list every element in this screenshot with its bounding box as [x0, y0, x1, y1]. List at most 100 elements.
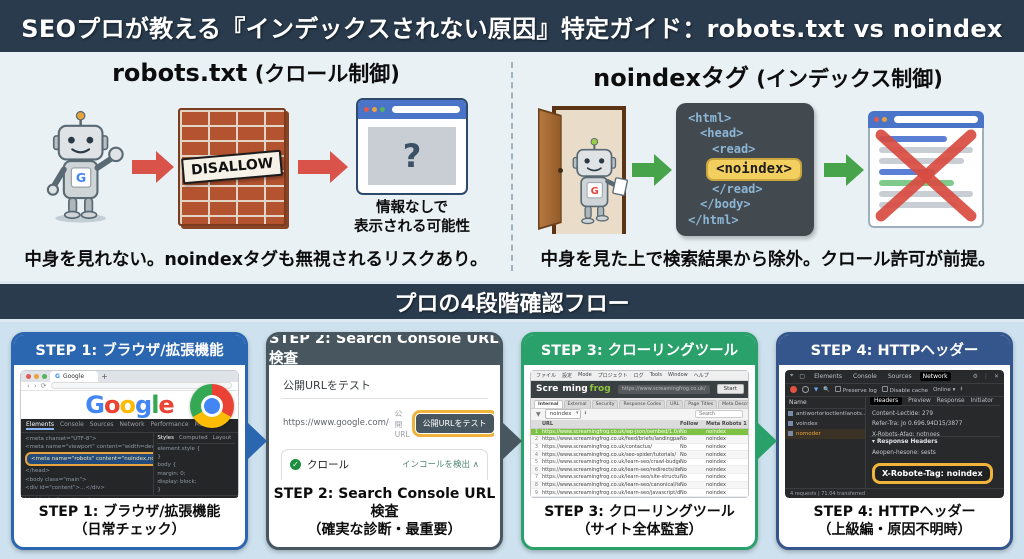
filter-icon: ▼ — [536, 410, 541, 418]
menu-item[interactable]: ファイル — [536, 372, 557, 379]
crawl-url-input[interactable]: https://www.screamingfrog.co.uk/ — [617, 384, 710, 394]
code-lines: <html><head><read><noindex></read></body… — [688, 111, 802, 229]
tested-url: https://www.google.com/ — [283, 418, 389, 428]
request-row[interactable]: nomoder — [785, 428, 866, 439]
styles-tab[interactable]: Computed — [179, 434, 208, 441]
crawl-table: 1 https://www.screamingfrog.co.uk/wp-jso… — [531, 428, 748, 498]
excluded-serp — [867, 111, 984, 228]
devtools-tab[interactable]: Console — [853, 372, 877, 380]
devtools-tab[interactable]: Console — [59, 420, 84, 428]
red-arrow-icon — [298, 151, 348, 183]
devtools-tab[interactable]: Network — [119, 420, 145, 428]
back-icon[interactable]: ‹ — [27, 381, 30, 390]
close-icon[interactable]: ✕ — [993, 372, 999, 380]
menu-item[interactable]: ヘルプ — [693, 372, 709, 379]
throttling-dropdown[interactable]: Online ▾ — [933, 386, 956, 393]
table-row[interactable]: 7 https://www.screamingfrog.co.uk/learn-… — [531, 474, 748, 482]
table-row[interactable]: 5 https://www.screamingfrog.co.uk/learn-… — [531, 459, 748, 467]
table-row[interactable]: 6 https://www.screamingfrog.co.uk/learn-… — [531, 466, 748, 475]
step1-header: STEP 1: ブラウザ/拡張機能 — [14, 334, 245, 365]
forward-icon[interactable]: › — [33, 381, 37, 390]
start-crawl-button[interactable]: Start — [716, 384, 745, 394]
file-icon — [788, 431, 793, 436]
report-tab[interactable]: Meta Description — [718, 399, 748, 408]
flow-arrow-3-icon — [757, 421, 777, 460]
report-tab[interactable]: Page Titles — [684, 399, 718, 408]
report-tab[interactable]: External — [563, 399, 591, 408]
search-input[interactable] — [695, 410, 743, 418]
meta-robots-highlight[interactable]: <meta name="robots" content="noindex,nof… — [25, 452, 154, 467]
inspect-icon[interactable]: ⌖ — [790, 372, 794, 379]
menu-item[interactable]: ログ — [633, 372, 644, 379]
search-icon[interactable]: 🔍 — [823, 386, 831, 393]
report-tab[interactable]: Response Codes — [619, 399, 666, 408]
menu-item[interactable]: Tools — [649, 372, 663, 378]
report-tab[interactable]: URL — [666, 399, 684, 408]
google-favicon: G — [55, 372, 60, 380]
dom-breadcrumb[interactable]: html body div.main meta — [21, 495, 238, 498]
detail-tab[interactable]: Response — [936, 397, 965, 404]
name-column-header[interactable]: Name — [785, 397, 866, 409]
table-row[interactable]: 9 https://www.screamingfrog.co.uk/learn-… — [531, 489, 748, 497]
styles-tab[interactable]: Layout — [212, 434, 232, 441]
menu-bar: ファイル設定 Mode プロジェクトログ Tools Window ヘルプ — [531, 370, 748, 381]
detail-tab[interactable]: Preview — [908, 397, 931, 404]
menu-item[interactable]: 設定 — [562, 372, 573, 379]
devtools-tab[interactable]: Sources — [89, 420, 114, 428]
request-row[interactable]: antiwortorloctlentlanots… — [785, 409, 865, 419]
table-row[interactable]: 1 https://www.screamingfrog.co.uk/wp-jso… — [531, 428, 748, 437]
table-row[interactable]: 3 https://www.screamingfrog.co.uk/contac… — [531, 444, 748, 452]
menu-item[interactable]: Mode — [578, 372, 592, 378]
file-icon — [788, 411, 793, 416]
new-tab-button[interactable]: + — [101, 371, 108, 381]
response-headers-section[interactable]: ▾ Response Headers — [870, 436, 1000, 447]
table-row[interactable]: 4 https://www.screamingfrog.co.uk/seo-sp… — [531, 451, 748, 459]
crawl-status-link[interactable]: インコールを検出 ∧ — [402, 460, 479, 470]
step4-caption: STEP 4: HTTPヘッダー（上級編・原因不明時） — [813, 504, 976, 539]
record-icon[interactable] — [790, 386, 797, 393]
clear-icon[interactable] — [802, 386, 809, 393]
styles-tab[interactable]: Styles — [157, 434, 174, 441]
devtools-tab[interactable]: Performance — [150, 420, 189, 428]
filter-dropdown[interactable]: noindex — [544, 409, 581, 419]
download-icon[interactable]: ⭳ — [960, 386, 963, 392]
disable-cache-checkbox[interactable] — [881, 385, 888, 392]
step3-header: STEP 3: クローリングツール — [524, 334, 755, 365]
devtools-tab[interactable]: Sources — [887, 372, 912, 380]
table-row[interactable]: 8 https://www.screamingfrog.co.uk/learn-… — [531, 481, 748, 490]
table-row[interactable]: 2 https://www.screamingfrog.co.uk/feed/b… — [531, 436, 748, 444]
detail-tab[interactable]: Headers — [870, 396, 903, 405]
devtools-tab[interactable]: Elements — [814, 372, 843, 380]
request-row[interactable]: voindex — [785, 419, 865, 429]
chevron-up-icon: ∧ — [472, 460, 479, 470]
menu-item[interactable]: プロジェクト — [597, 372, 628, 379]
detail-tab[interactable]: Initiator — [970, 397, 994, 404]
preserve-log-checkbox[interactable] — [835, 385, 842, 392]
step2-header: STEP 2: Search Console URL検査 — [269, 331, 500, 367]
devtools-tab[interactable]: Elements — [26, 420, 54, 430]
google-robot-icon: G — [46, 110, 124, 223]
header-line: Content-Lectide: 279 — [872, 410, 934, 417]
url-bar[interactable] — [50, 382, 232, 389]
url-test-title: 公開URLをテスト — [281, 374, 488, 399]
filter-icon[interactable]: ▼ — [814, 386, 819, 393]
export-icon[interactable]: ⭳ — [584, 410, 587, 416]
device-icon[interactable]: ▢ — [799, 372, 806, 380]
flow-arrow-2-icon — [502, 421, 522, 460]
gear-icon[interactable]: ⚙ — [972, 372, 978, 380]
noindex-panel: noindexタグ (インデックス制御) — [512, 52, 1024, 281]
menu-item[interactable]: Window — [668, 372, 688, 378]
kebab-menu-icon[interactable]: ⋮ — [982, 372, 989, 380]
test-live-url-button[interactable]: 公開URLをテスト — [411, 409, 494, 437]
robots-txt-note: 中身を見れない。noindexタグも無視されるリスクあり。 — [24, 250, 488, 270]
check-circle-icon: ✓ — [290, 458, 301, 470]
reload-icon[interactable]: ⟳ — [40, 381, 47, 390]
minimize-window-icon — [372, 107, 377, 113]
report-tab[interactable]: Security — [591, 399, 619, 408]
report-tab[interactable]: Internal — [534, 399, 563, 408]
devtools-tab[interactable]: Network — [919, 371, 951, 381]
